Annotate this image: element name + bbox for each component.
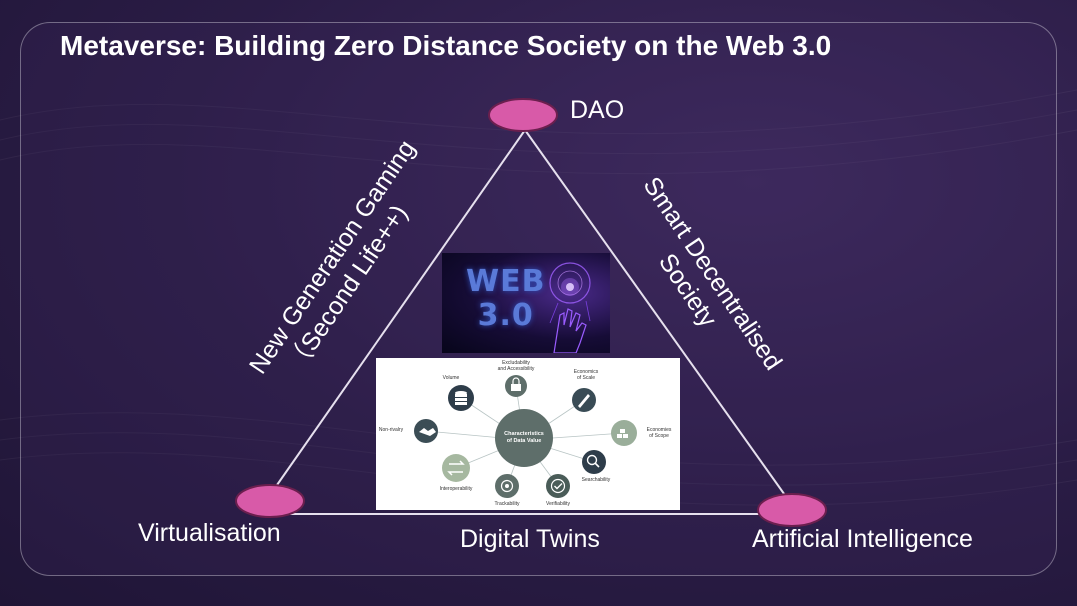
data-value-diagram-image: Characteristics of Data Value Excludabil… (376, 358, 680, 510)
data-value-label-economies-of-scope: Economies of Scope (646, 427, 672, 439)
data-value-label-verifiability: Verifiability (546, 501, 570, 507)
data-value-label-economics-of-scale: Economics of Scale (573, 369, 599, 381)
web3-image: WEB 3.0 (442, 253, 610, 353)
edge-label-digital-twins: Digital Twins (460, 525, 600, 553)
node-label-artificial-intelligence: Artificial Intelligence (752, 525, 973, 553)
arrows-icon (442, 454, 470, 482)
data-value-label-volume: Volume (442, 375, 460, 381)
edge-left-line (269, 129, 526, 496)
edge-right-line (524, 129, 793, 506)
node-label-virtualisation: Virtualisation (138, 519, 281, 547)
magnifier-icon (582, 450, 606, 474)
data-value-diagram-graphic (414, 375, 637, 498)
node-left-ellipse (235, 484, 305, 518)
node-top-ellipse (488, 98, 558, 132)
data-value-label-excludability: Excludability and Accessibility (497, 360, 535, 372)
slide-title: Metaverse: Building Zero Distance Societ… (60, 30, 832, 61)
node-right-ellipse (757, 493, 827, 527)
data-value-label-interoperability: Interoperability (439, 486, 473, 492)
check-icon (546, 474, 570, 498)
data-value-label-non-rivalry: Non-rivalry (378, 427, 404, 433)
web3-image-text: WEB 3.0 (466, 264, 546, 333)
ai-head-hand-illustration (549, 262, 591, 353)
data-value-label-searchability: Searchability (581, 477, 611, 483)
node-label-dao: DAO (570, 96, 625, 124)
data-value-label-trackability: Trackability (494, 501, 520, 507)
data-value-center-label: Characteristics of Data Value (504, 431, 544, 444)
